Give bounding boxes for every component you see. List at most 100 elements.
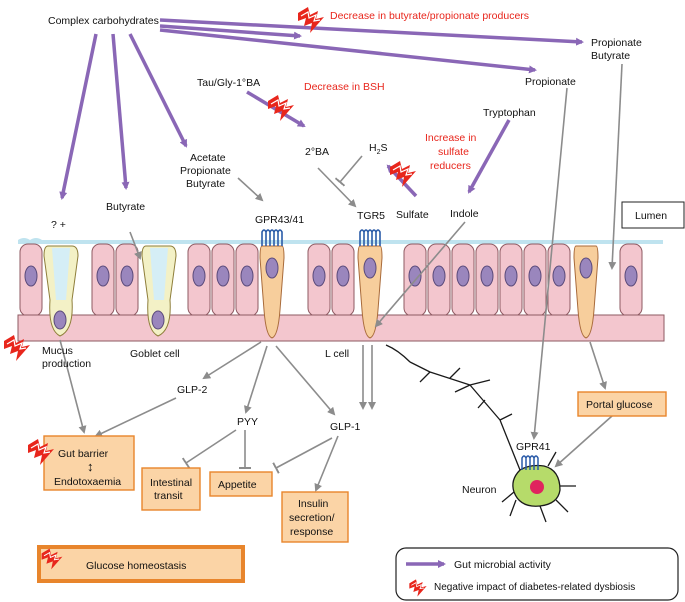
label-endotox: Endotoxaemia — [54, 476, 121, 488]
gpr43-receptor — [261, 229, 283, 246]
label-appetite: Appetite — [218, 479, 257, 491]
cell-nucleus — [120, 265, 134, 287]
l-cell-tgr5 — [357, 245, 383, 339]
label-propionate-mid: Propionate — [180, 165, 231, 177]
arrow-tryptophan — [467, 119, 511, 194]
label-mucus-1: Mucus — [42, 345, 73, 357]
label-propionate: Propionate — [525, 76, 576, 88]
label-glp1: GLP-1 — [330, 421, 361, 433]
cell-nucleus — [192, 265, 206, 287]
appetite-box — [209, 471, 273, 497]
cell-nucleus — [528, 265, 542, 287]
label-butyrate-left: Butyrate — [106, 201, 145, 213]
arrow-carbs-propbut — [159, 18, 584, 46]
inhibit-pyy-transit — [181, 429, 237, 469]
cell-nucleus — [216, 265, 230, 287]
cell-nucleus — [408, 265, 422, 287]
basal-layer — [17, 314, 665, 342]
label-increase-3: reducers — [430, 160, 471, 172]
updown-arrow-icon: ↕ — [87, 459, 94, 474]
label-propionate-top: Propionate — [591, 37, 642, 49]
arrow-carbs-butyrate — [111, 33, 130, 190]
arrow-portal-gpr41 — [554, 415, 613, 468]
legend-box — [395, 547, 679, 601]
glucose-homeostasis-box — [37, 545, 245, 583]
cell-nucleus — [24, 265, 38, 287]
label-indole: Indole — [450, 208, 479, 220]
arrow-indole-lcell — [374, 221, 466, 328]
label-2ba: 2°BA — [305, 146, 329, 158]
label-tau-gly: Tau/Gly-1°BA — [197, 77, 260, 89]
label-increase-2: sulfate — [438, 146, 469, 158]
arrow-propbut-down — [608, 63, 623, 270]
label-goblet: Goblet cell — [130, 348, 180, 360]
arrow-carbs-acetate — [128, 33, 188, 148]
arrow-carbs-decrease — [159, 24, 302, 40]
outcome-boxes — [37, 391, 667, 583]
epithelium-layer — [17, 238, 665, 342]
cell-nucleus — [96, 265, 110, 287]
cell-nucleus — [480, 265, 494, 287]
cell-nucleus — [456, 265, 470, 287]
cell-nucleus — [504, 265, 518, 287]
arrow-2ba-tgr5 — [317, 167, 357, 208]
label-pyy: PYY — [237, 416, 258, 428]
cell-nucleus — [240, 265, 254, 287]
neuron — [385, 344, 576, 523]
l-cell-right — [573, 245, 599, 339]
label-complex-carbs: Complex carbohydrates — [48, 15, 159, 27]
label-acetate: Acetate — [190, 152, 226, 164]
arrow-carbs-propionate — [159, 28, 537, 74]
arrow-mucus-barrier — [59, 339, 87, 434]
label-tgr5: TGR5 — [357, 210, 385, 222]
arrow-scfa-gpr43 — [237, 177, 264, 202]
label-sulfate: Sulfate — [396, 209, 429, 221]
purple-arrows — [59, 18, 584, 200]
arrow-lcell-glp2 — [202, 341, 262, 380]
label-insulin-1: Insulin — [298, 498, 329, 510]
label-tryptophan: Tryptophan — [483, 107, 536, 119]
lumen-box — [621, 201, 685, 229]
labels: Complex carbohydrates Decrease in butyra… — [42, 10, 667, 593]
label-mucus-2: production — [42, 358, 91, 370]
arrow-cell-portal — [589, 341, 607, 390]
label-portal: Portal glucose — [586, 399, 653, 411]
label-legend-neg: Negative impact of diabetes-related dysb… — [434, 582, 635, 593]
legend — [395, 547, 679, 601]
label-gpr41: GPR41 — [516, 441, 551, 453]
label-decrease-butyrate: Decrease in butyrate/propionate producer… — [330, 10, 529, 22]
cell-nucleus — [432, 265, 446, 287]
label-legend-gut: Gut microbial activity — [454, 559, 552, 571]
goblet-cell — [141, 245, 177, 337]
label-intestinal-1: Intestinal — [150, 477, 192, 489]
portal-glucose-box — [577, 391, 667, 417]
label-unknown: ? + — [51, 219, 66, 231]
label-insulin-3: response — [290, 526, 333, 538]
arrow-glp2-barrier — [94, 397, 177, 438]
intestinal-transit-box — [141, 467, 201, 511]
insulin-box — [281, 491, 349, 543]
cell-nucleus — [624, 265, 638, 287]
arrow-propionate-gpr41 — [530, 87, 568, 440]
label-decrease-bsh: Decrease in BSH — [304, 81, 385, 93]
label-gut-barrier: Gut barrier — [58, 448, 109, 460]
gut-barrier-box — [43, 435, 135, 491]
label-lumen: Lumen — [635, 210, 667, 222]
goblet-cell-left — [43, 245, 79, 337]
label-intestinal-2: transit — [154, 490, 183, 502]
mucus-layer — [18, 238, 663, 244]
arrow-lcell-pyy — [244, 345, 268, 414]
arrow-lcell-glp1 — [275, 345, 336, 416]
cell-nucleus — [336, 265, 350, 287]
tgr5-receptor — [359, 229, 381, 246]
epithelial-cells — [19, 243, 643, 317]
label-neuron: Neuron — [462, 484, 497, 496]
label-glp2: GLP-2 — [177, 384, 208, 396]
label-glucose-homeo: Glucose homeostasis — [86, 560, 186, 572]
arrow-butyrate-goblet — [129, 231, 142, 260]
label-increase-1: Increase in — [425, 132, 477, 144]
label-butyrate-mid: Butyrate — [186, 178, 225, 190]
l-cell-gpr43 — [259, 245, 285, 339]
